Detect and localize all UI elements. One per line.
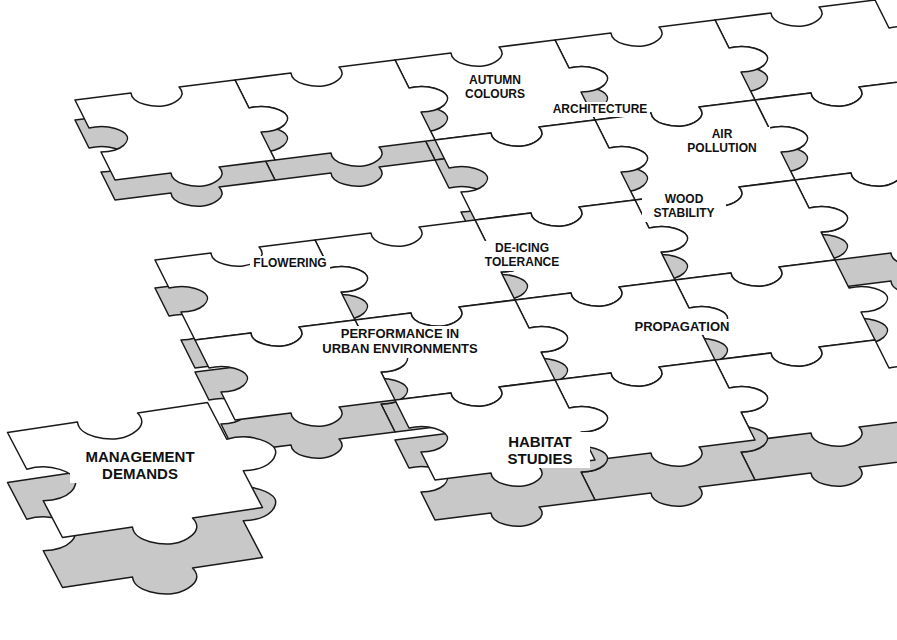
piece-label: AUTUMN COLOURS [453, 73, 537, 103]
piece-label: PERFORMANCE IN URBAN ENVIRONMENTS [316, 326, 484, 358]
puzzle-piece: HABITAT STUDIES [490, 432, 590, 469]
piece-label: AIR POLLUTION [674, 127, 770, 157]
piece-label: DE-ICING TOLERANCE [470, 241, 574, 271]
piece-label: ARCHITECTURE [550, 102, 651, 118]
puzzle-pieces [8, 0, 897, 608]
puzzle-piece: FLOWERING [235, 253, 345, 272]
puzzle-piece: PERFORMANCE IN URBAN ENVIRONMENTS [316, 326, 484, 358]
piece-label: FLOWERING [250, 256, 329, 272]
puzzle-piece: PROPAGATION [617, 317, 747, 336]
puzzle-piece: AUTUMN COLOURS [453, 73, 537, 103]
puzzle-piece: AIR POLLUTION [674, 127, 770, 157]
piece-label: WOOD STABILITY [642, 192, 726, 222]
puzzle-piece: MANAGEMENT DEMANDS [70, 447, 210, 484]
puzzle-piece: ARCHITECTURE [540, 99, 660, 118]
piece-label: HABITAT STUDIES [490, 432, 590, 469]
puzzle-piece: WOOD STABILITY [642, 192, 726, 222]
puzzle-piece: DE-ICING TOLERANCE [470, 241, 574, 271]
piece-label: MANAGEMENT DEMANDS [70, 447, 210, 484]
piece-label: PROPAGATION [632, 319, 733, 336]
